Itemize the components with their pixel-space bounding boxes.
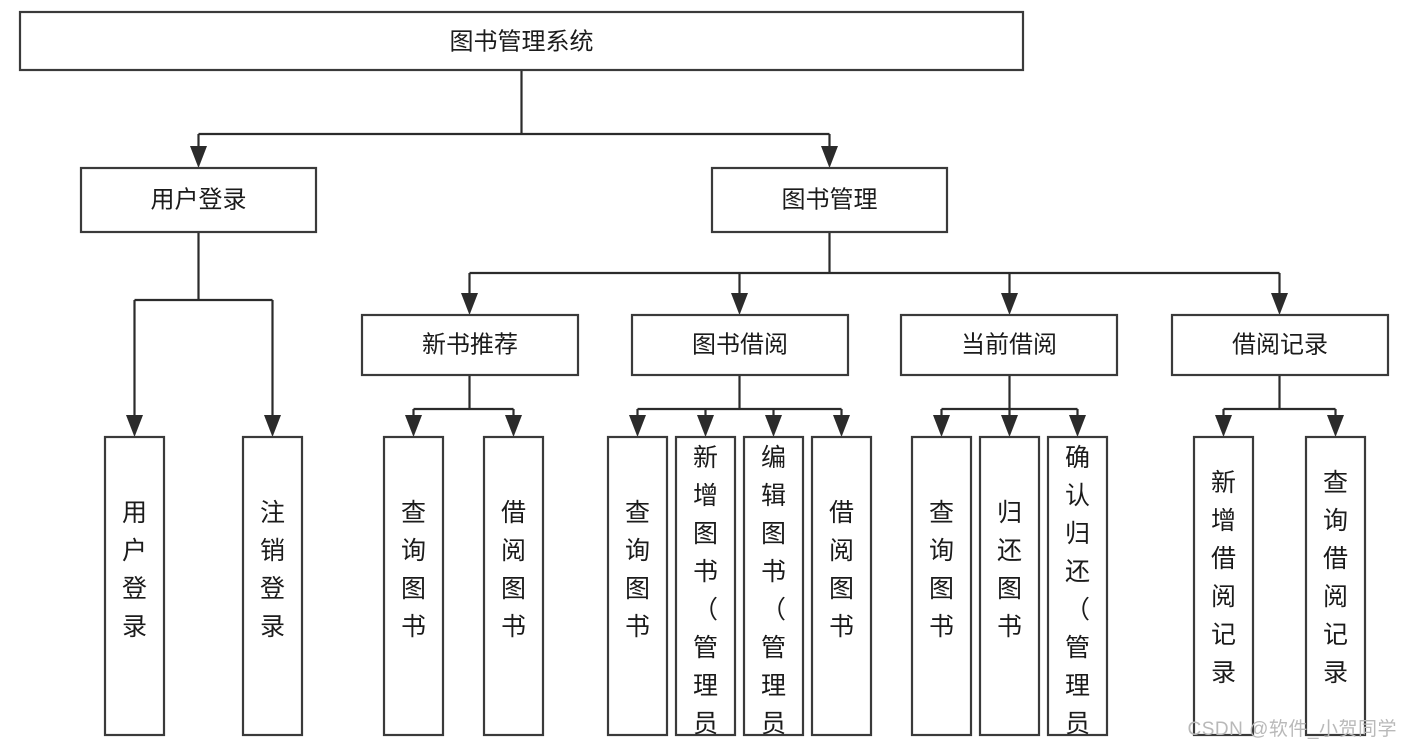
arrow-head-leaf-user-login <box>126 415 143 437</box>
arrow-head-leaf-add-record <box>1215 415 1232 437</box>
node-leaf-query-book-1-box[interactable] <box>382 435 445 737</box>
node-book-management-label: 图书管理 <box>782 186 878 213</box>
node-leaf-add-book-label: 新增图书（管理员） <box>693 444 718 747</box>
node-book-borrow-box[interactable] <box>630 313 850 377</box>
arrow-head-user-login <box>190 146 207 168</box>
node-current-borrow-label: 当前借阅 <box>961 331 1057 358</box>
node-book-management-box[interactable] <box>710 166 949 234</box>
arrow-head-leaf-add-book <box>697 415 714 437</box>
node-leaf-user-login-label: 用户登录 <box>122 499 147 641</box>
arrow-head-leaf-borrow-book-2 <box>833 415 850 437</box>
node-leaf-borrow-book-1-label: 借阅图书 <box>501 499 526 641</box>
node-leaf-borrow-book-1[interactable]: 借阅图书 <box>482 435 545 737</box>
node-leaf-add-record[interactable]: 新增借阅记录 <box>1192 435 1255 737</box>
csdn-watermark: CSDN @软件_小贺同学 <box>1187 719 1397 740</box>
node-borrow-record-label: 借阅记录 <box>1232 331 1328 358</box>
node-leaf-logout-login[interactable]: 注销登录 <box>241 435 304 737</box>
node-user-login[interactable]: 用户登录 <box>79 166 318 234</box>
arrow-head-leaf-query-book-3 <box>933 415 950 437</box>
node-leaf-query-book-2[interactable]: 查询图书 <box>606 435 669 737</box>
node-leaf-add-book[interactable]: 新增图书（管理员） <box>674 435 737 747</box>
arrow-head-book-management <box>821 146 838 168</box>
node-root-label: 图书管理系统 <box>450 28 594 55</box>
node-leaf-borrow-book-1-box[interactable] <box>482 435 545 737</box>
arrow-head-borrow-record <box>1271 293 1288 315</box>
node-root-box[interactable] <box>18 10 1025 72</box>
node-book-management[interactable]: 图书管理 <box>710 166 949 234</box>
node-leaf-logout-login-box[interactable] <box>241 435 304 737</box>
node-book-borrow-label: 图书借阅 <box>692 331 788 358</box>
node-leaf-edit-book-box[interactable] <box>742 435 805 737</box>
arrow-head-leaf-confirm-return <box>1069 415 1086 437</box>
node-leaf-query-book-1-label: 查询图书 <box>401 499 426 641</box>
node-current-borrow[interactable]: 当前借阅 <box>899 313 1119 377</box>
node-leaf-query-record-label: 查询借阅记录 <box>1323 469 1348 687</box>
node-leaf-query-book-3[interactable]: 查询图书 <box>910 435 973 737</box>
node-user-login-box[interactable] <box>79 166 318 234</box>
node-leaf-borrow-book-2-label: 借阅图书 <box>829 499 854 641</box>
node-leaf-borrow-book-2[interactable]: 借阅图书 <box>810 435 873 737</box>
arrow-head-book-borrow <box>731 293 748 315</box>
arrow-head-current-borrow <box>1001 293 1018 315</box>
node-leaf-user-login[interactable]: 用户登录 <box>103 435 166 737</box>
node-leaf-logout-login-label: 注销登录 <box>260 499 285 641</box>
node-leaf-confirm-return-box[interactable] <box>1046 435 1109 737</box>
node-book-borrow[interactable]: 图书借阅 <box>630 313 850 377</box>
node-leaf-confirm-return-label: 确认归还（管理员） <box>1065 444 1090 747</box>
node-leaf-query-book-2-box[interactable] <box>606 435 669 737</box>
node-new-book-recommend-box[interactable] <box>360 313 580 377</box>
node-user-login-label: 用户登录 <box>151 186 247 213</box>
node-leaf-query-record[interactable]: 查询借阅记录 <box>1304 435 1367 737</box>
arrow-head-leaf-edit-book <box>765 415 782 437</box>
arrow-head-new-book-recommend <box>461 293 478 315</box>
node-new-book-recommend-label: 新书推荐 <box>422 331 518 358</box>
connector-layer <box>126 70 1344 437</box>
node-leaf-edit-book-label: 编辑图书（管理员） <box>761 444 786 747</box>
node-leaf-query-record-box[interactable] <box>1304 435 1367 737</box>
arrow-head-leaf-query-book-1 <box>405 415 422 437</box>
node-leaf-return-book-box[interactable] <box>978 435 1041 737</box>
node-current-borrow-box[interactable] <box>899 313 1119 377</box>
arrow-head-leaf-query-record <box>1327 415 1344 437</box>
node-leaf-query-book-3-box[interactable] <box>910 435 973 737</box>
node-leaf-query-book-3-label: 查询图书 <box>929 499 954 641</box>
node-leaf-user-login-box[interactable] <box>103 435 166 737</box>
node-borrow-record-box[interactable] <box>1170 313 1390 377</box>
arrow-head-leaf-query-book-2 <box>629 415 646 437</box>
node-root[interactable]: 图书管理系统 <box>18 10 1025 72</box>
arrow-head-leaf-logout-login <box>264 415 281 437</box>
arrow-head-leaf-borrow-book-1 <box>505 415 522 437</box>
node-new-book-recommend[interactable]: 新书推荐 <box>360 313 580 377</box>
node-leaf-add-record-box[interactable] <box>1192 435 1255 737</box>
node-leaf-query-book-2-label: 查询图书 <box>625 499 650 641</box>
node-leaf-return-book[interactable]: 归还图书 <box>978 435 1041 737</box>
node-leaf-return-book-label: 归还图书 <box>997 499 1022 641</box>
node-borrow-record[interactable]: 借阅记录 <box>1170 313 1390 377</box>
node-leaf-add-record-label: 新增借阅记录 <box>1211 469 1236 687</box>
node-leaf-add-book-box[interactable] <box>674 435 737 737</box>
node-leaf-confirm-return[interactable]: 确认归还（管理员） <box>1046 435 1109 747</box>
node-leaf-edit-book[interactable]: 编辑图书（管理员） <box>742 435 805 747</box>
arrow-head-leaf-return-book <box>1001 415 1018 437</box>
node-leaf-borrow-book-2-box[interactable] <box>810 435 873 737</box>
node-leaf-query-book-1[interactable]: 查询图书 <box>382 435 445 737</box>
